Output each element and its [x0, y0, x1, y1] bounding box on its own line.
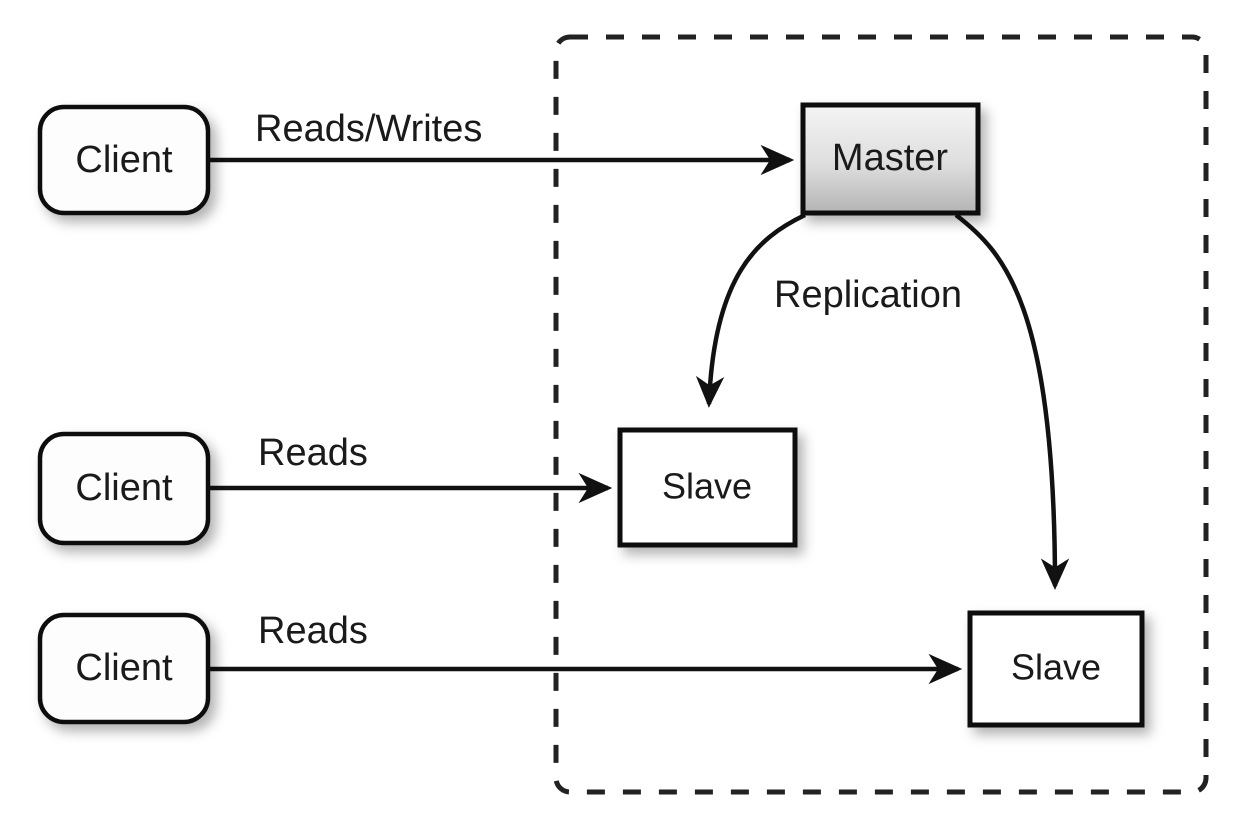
node-client-1[interactable]: Client [37, 104, 211, 216]
node-client-2[interactable]: Client [37, 431, 211, 546]
slave-2-box [967, 610, 1145, 728]
edge-label-reads-slave1: Reads [258, 432, 368, 474]
client-3-box [37, 612, 211, 725]
edge-label-replication: Replication [774, 274, 962, 316]
edge-label-reads-slave2: Reads [258, 610, 368, 652]
client-2-box [37, 431, 211, 546]
node-master[interactable]: Master [800, 102, 981, 216]
client-2-label: Client [75, 467, 173, 509]
client-1-label: Client [75, 139, 173, 181]
client-1-box [37, 104, 211, 216]
slave-1-box [617, 427, 798, 548]
slave-1-label: Slave [662, 466, 752, 507]
master-box [800, 102, 981, 216]
node-slave-1[interactable]: Slave [617, 427, 798, 548]
edge-master-to-slave1 [695, 212, 806, 408]
slave-2-label: Slave [1011, 647, 1101, 688]
edge-master-to-slave2 [954, 213, 1070, 590]
edge-label-reads-writes: Reads/Writes [255, 108, 482, 150]
database-cluster-boundary [553, 34, 1209, 795]
node-slave-2[interactable]: Slave [967, 610, 1145, 728]
node-client-3[interactable]: Client [37, 612, 211, 725]
master-label: Master [832, 137, 948, 179]
client-3-label: Client [75, 647, 173, 689]
